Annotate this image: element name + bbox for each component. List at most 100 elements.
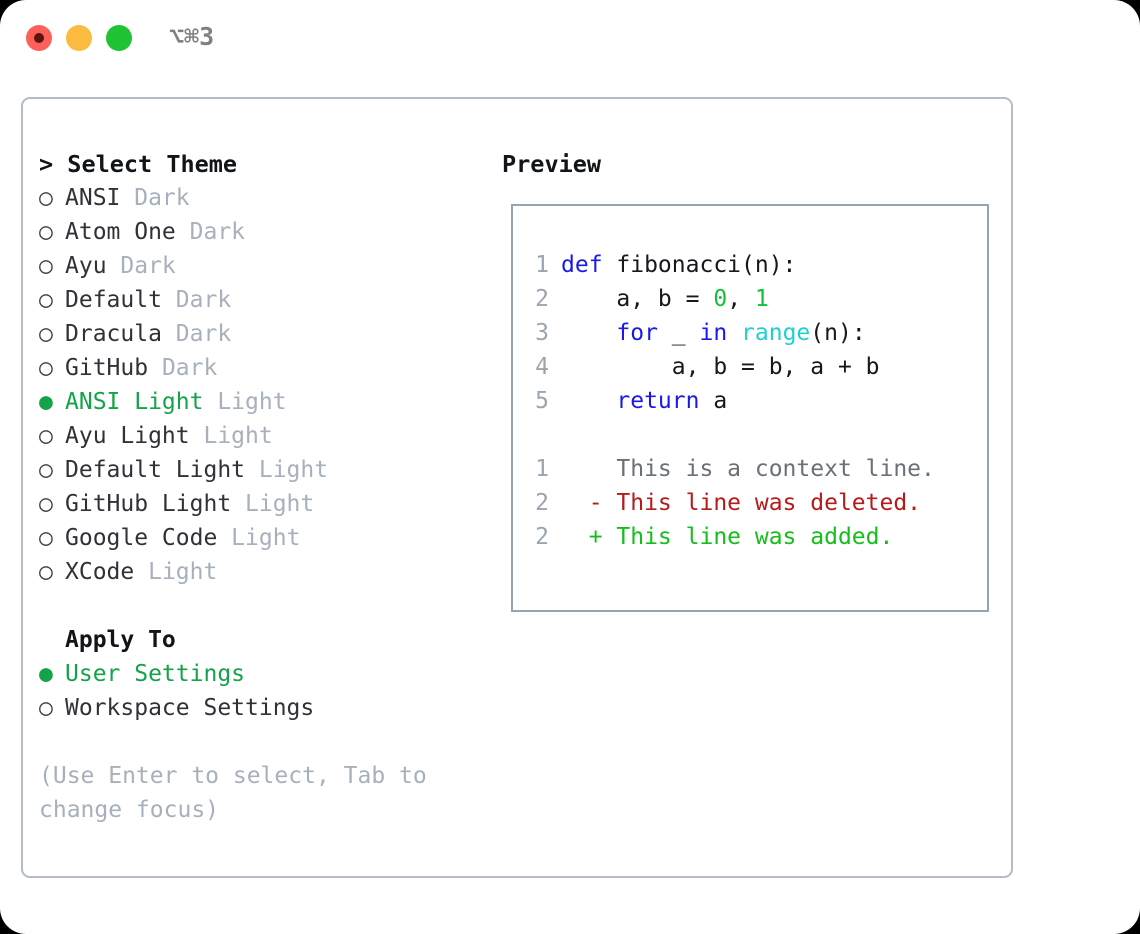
apply-to-options: ● User Settings ○Workspace Settings [39,657,499,725]
radio-unselected-icon[interactable]: ○ [39,525,53,551]
code-token: in [699,320,728,346]
apply-to-heading: Apply To [65,627,176,653]
code-line: 4 a, b = b, a + b [513,350,987,384]
theme-list-item[interactable]: ○GitHub Light Light [39,487,499,521]
diff-text: This line was deleted. [616,490,922,516]
maximize-button-icon[interactable] [106,25,132,51]
theme-name: ANSI [65,185,121,211]
theme-name: Default Light [65,457,246,483]
diff-text: This is a context line. [616,456,935,482]
theme-variant: Light [189,423,273,449]
title-bar: ⌥⌘3 [0,0,1140,78]
close-button-icon[interactable] [26,25,52,51]
diff-marker [561,456,616,482]
line-number: 2 [535,286,549,312]
code-line: 3 for _ in range(n): [513,316,987,350]
code-token: _ [657,320,700,346]
theme-list-item[interactable]: ○ Default Dark [39,283,499,317]
theme-list-item[interactable]: ○ Default Light Light [39,453,499,487]
theme-picker-column: > Select Theme ○ANSI Dark○Atom One Dark○… [39,147,499,827]
radio-unselected-icon[interactable]: ○ [39,457,53,483]
code-token: fibonacci(n): [602,252,797,278]
theme-variant: Light [134,559,218,585]
radio-unselected-icon[interactable]: ○ [39,491,53,517]
hint-line-2: change focus) [39,797,220,823]
radio-unselected-icon[interactable]: ○ [39,695,53,721]
code-indent [561,354,672,380]
line-number: 5 [535,388,549,414]
diff-line: 2 - This line was deleted. [513,486,987,520]
theme-variant: Dark [148,355,218,381]
code-line: 2 a, b = 0, 1 [513,282,987,316]
theme-list-item[interactable]: ●ANSI Light Light [39,385,499,419]
line-number: 2 [535,524,549,550]
radio-unselected-icon[interactable]: ○ [39,185,53,211]
theme-name: GitHub [65,355,149,381]
apply-to-label: User Settings [65,661,246,687]
radio-unselected-icon[interactable]: ○ [39,219,53,245]
minimize-button-icon[interactable] [66,25,92,51]
radio-unselected-icon[interactable]: ○ [39,423,53,449]
theme-variant: Light [203,389,287,415]
hint-line-1: (Use Enter to select, Tab to [39,763,427,789]
line-number: 1 [535,456,549,482]
theme-name: Default [65,287,162,313]
line-number: 4 [535,354,549,380]
code-indent [561,388,616,414]
theme-variant: Light [231,491,315,517]
theme-list-item[interactable]: ○ Atom One Dark [39,215,499,249]
theme-name: XCode [65,559,135,585]
theme-list-item[interactable]: ○Ayu Light Light [39,419,499,453]
code-token: a, b = [616,286,714,312]
code-token: range [741,320,811,346]
code-token: 0 [713,286,728,312]
code-token: for [616,320,658,346]
line-number: 2 [535,490,549,516]
theme-list-item[interactable]: ○Google Code Light [39,521,499,555]
code-token: a, b = b, a + b [671,354,880,380]
diff-sample: 1 This is a context line.2 - This line w… [513,452,987,554]
radio-unselected-icon[interactable]: ○ [39,321,53,347]
code-line: 5 return a [513,384,987,418]
diff-text: This line was added. [616,524,894,550]
keyboard-shortcut-label: ⌥⌘3 [169,22,215,51]
code-diff-spacer [513,418,987,452]
apply-to-option[interactable]: ● User Settings [39,657,499,691]
theme-variant: Light [217,525,301,551]
theme-list-item[interactable]: ○ XCode Light [39,555,499,589]
radio-unselected-icon[interactable]: ○ [39,355,53,381]
theme-variant: Dark [161,287,232,313]
line-number: 3 [535,320,549,346]
code-token: a [699,388,728,414]
select-theme-header: > Select Theme [39,150,238,178]
theme-name: Atom One [65,219,176,245]
diff-line: 1 This is a context line. [513,452,987,486]
code-token: (n): [810,320,866,346]
code-token [727,320,741,346]
code-token: , [727,286,755,312]
theme-variant: Dark [175,219,246,245]
apply-to-option[interactable]: ○Workspace Settings [39,691,499,725]
preview-heading: Preview [502,150,602,178]
theme-list: ○ANSI Dark○Atom One Dark○Ayu Dark○Defaul… [39,181,499,589]
theme-list-item[interactable]: ○Ayu Dark [39,249,499,283]
theme-variant: Light [245,457,329,483]
radio-selected-icon[interactable]: ● [39,661,53,687]
theme-variant: Dark [161,321,232,347]
theme-list-item[interactable]: ○ GitHub Dark [39,351,499,385]
radio-unselected-icon[interactable]: ○ [39,559,53,585]
diff-marker: - [561,490,617,516]
radio-unselected-icon[interactable]: ○ [39,253,53,279]
code-indent [561,320,616,346]
theme-list-item[interactable]: ○Dracula Dark [39,317,499,351]
theme-variant: Dark [106,253,176,279]
theme-list-item[interactable]: ○ANSI Dark [39,181,499,215]
radio-selected-icon[interactable]: ● [39,389,53,415]
diff-marker: + [561,524,617,550]
radio-unselected-icon[interactable]: ○ [39,287,53,313]
